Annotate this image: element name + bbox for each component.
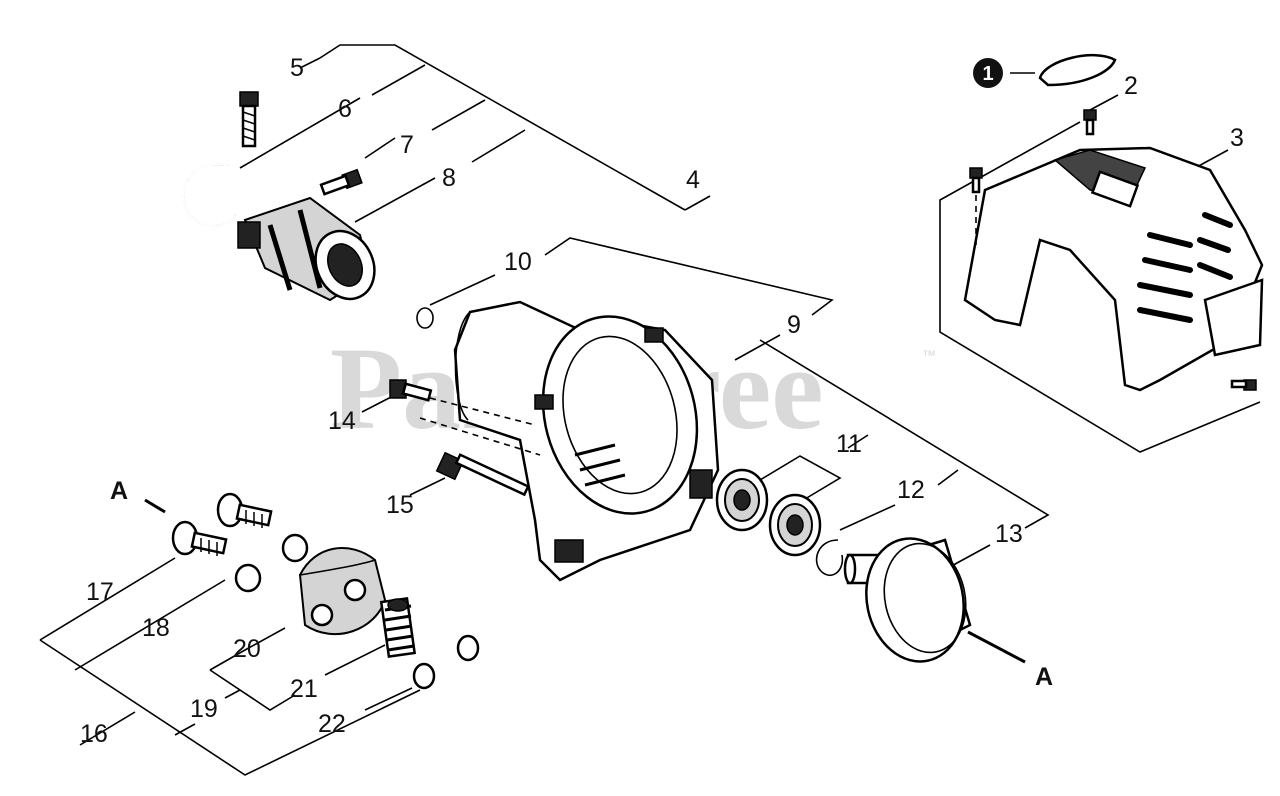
bracket-lines (39, 44, 1261, 776)
callout-12: 12 (897, 476, 925, 504)
callout-8: 8 (442, 164, 456, 192)
callout-15: 15 (386, 491, 414, 519)
callout-20: 20 (233, 635, 261, 663)
screw-7 (319, 168, 363, 196)
o-ring-10 (416, 307, 434, 329)
callout-21: 21 (290, 675, 318, 703)
callout-6: 6 (338, 95, 352, 123)
clamp-8 (237, 196, 376, 302)
watermark-trademark: ™ (922, 347, 936, 363)
screw-2 (1083, 109, 1097, 136)
callout-13: 13 (995, 520, 1023, 548)
callout-10: 10 (504, 248, 532, 276)
washer-22 (412, 662, 436, 690)
callout-11: 11 (836, 430, 862, 458)
screw-cover-left (969, 167, 983, 248)
washer-22-upper (456, 634, 480, 662)
marker-a-left: A (110, 477, 128, 505)
clutch-drum-13 (843, 537, 972, 663)
screw-14 (389, 379, 433, 402)
callout-1: 1 (982, 63, 993, 85)
callout-3: 3 (1230, 124, 1244, 152)
callout-18: 18 (142, 614, 170, 642)
screw-cover-right (1230, 379, 1257, 391)
clutch-shoe-20 (298, 547, 387, 635)
callout-4: 4 (686, 166, 700, 194)
bolt-15 (435, 451, 530, 497)
clutch-housing-9 (453, 300, 720, 582)
bearing-11b (768, 493, 822, 557)
callout-9: 9 (787, 311, 801, 339)
washer-18-upper (281, 533, 309, 563)
callout-5: 5 (290, 54, 304, 82)
callout-14: 14 (328, 407, 356, 435)
callout-badge-1 (973, 58, 1003, 88)
bolt-17-upper (216, 492, 273, 528)
callout-7: 7 (400, 131, 414, 159)
engine-cover-3 (963, 146, 1264, 392)
callout-22: 22 (318, 710, 346, 738)
screw-5 (239, 91, 259, 148)
washer-18 (234, 563, 262, 593)
callout-2: 2 (1124, 72, 1138, 100)
bearing-11a (715, 468, 769, 532)
bolt-17 (171, 520, 228, 556)
marker-a-right: A (1035, 663, 1053, 691)
callout-19: 19 (190, 695, 218, 723)
spring-21 (379, 597, 417, 658)
callout-17: 17 (86, 578, 114, 606)
decal-1 (1038, 53, 1117, 87)
callout-16: 16 (80, 720, 108, 748)
snap-ring-12 (815, 539, 844, 576)
